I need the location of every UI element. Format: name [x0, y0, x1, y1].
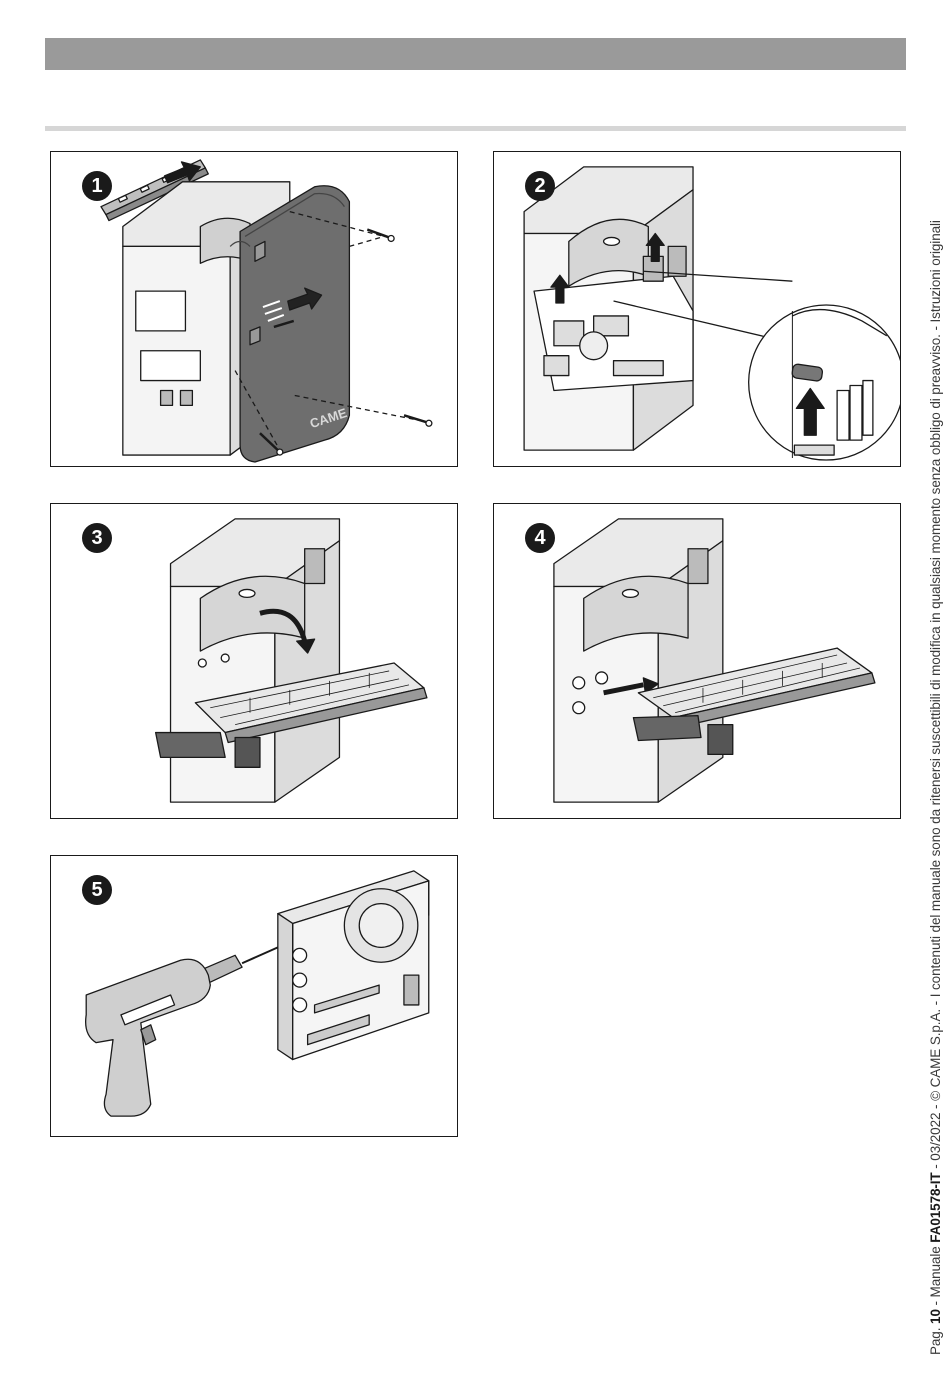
step-3-number: 3: [82, 523, 112, 553]
header-bar: [45, 38, 906, 70]
section-rule: [45, 126, 906, 131]
footer-legal-text: - 03/2022 - © CAME S.p.A. - I contenuti …: [928, 220, 943, 1172]
step-5-illustration: [51, 856, 457, 1136]
step-2-number: 2: [525, 171, 555, 201]
step-3-illustration: [51, 504, 457, 818]
step-5-number: 5: [82, 875, 112, 905]
step-3-panel: 3: [50, 503, 458, 819]
page-number: 10: [928, 1309, 943, 1324]
step-1-number: 1: [82, 171, 112, 201]
manual-prefix: - Manuale: [928, 1243, 943, 1309]
manual-code: FA01578-IT: [928, 1172, 943, 1242]
page-prefix: Pag.: [928, 1324, 943, 1355]
step-4-illustration: [494, 504, 900, 818]
step-4-panel: 4: [493, 503, 901, 819]
step-1-illustration: CAME: [51, 152, 457, 466]
step-2-illustration: [494, 152, 900, 466]
step-5-panel: 5: [50, 855, 458, 1137]
vertical-footer: Pag. 10 - Manuale FA01578-IT - 03/2022 -…: [928, 220, 943, 1355]
step-4-number: 4: [525, 523, 555, 553]
step-2-panel: 2: [493, 151, 901, 467]
step-1-panel: CAME 1: [50, 151, 458, 467]
